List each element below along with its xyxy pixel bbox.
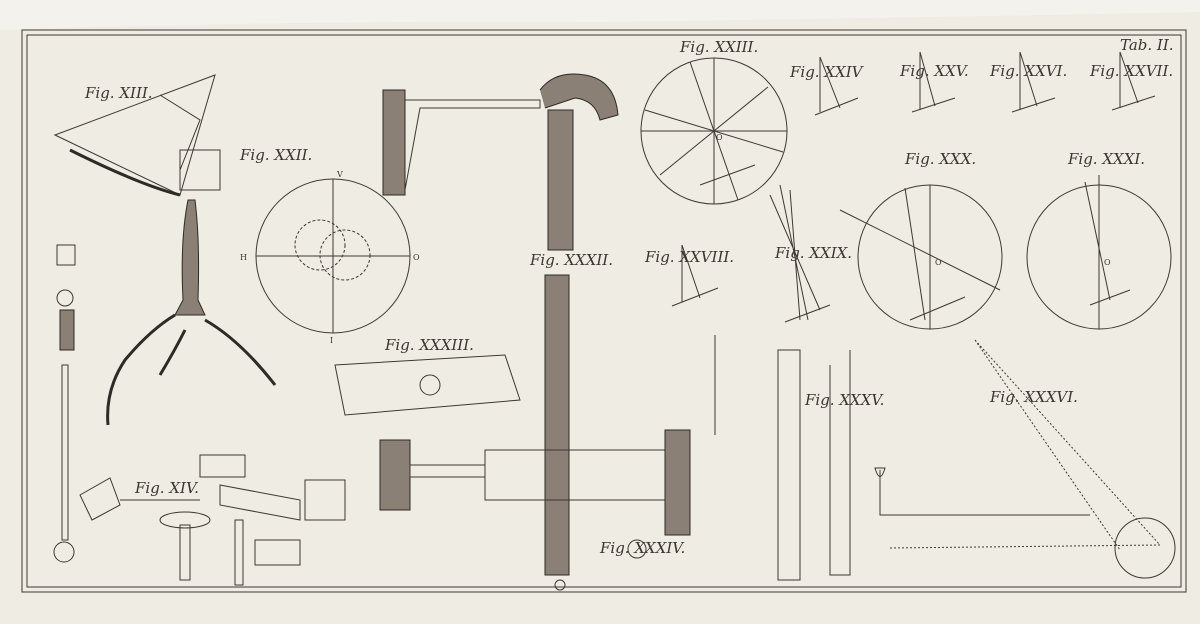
letter-o: O xyxy=(716,133,723,142)
fig-xxiv-triangle xyxy=(814,56,859,116)
fig-xxviii-label: Fig. XXVIII. xyxy=(644,248,734,266)
fig-xxviii-triangle xyxy=(671,244,719,307)
fig-xxxii-apparatus xyxy=(379,274,716,591)
fig-xxv-label: Fig. XXV. xyxy=(899,62,969,80)
fig-xxxiv-label: Fig. XXXIV. xyxy=(599,539,685,557)
fig-xxii-label: Fig. XXII. xyxy=(239,146,312,164)
fig-xxv-triangle xyxy=(911,51,956,113)
fig-xxxii-label: Fig. XXXII. xyxy=(529,251,613,269)
paper xyxy=(0,12,1200,624)
fig-xxiv-label: Fig. XXIV xyxy=(789,63,865,81)
fig-xxii-circle: H V O I xyxy=(240,170,420,345)
fig-xxvi-triangle xyxy=(1011,51,1056,113)
fig-xiii-label: Fig. XIII. xyxy=(84,84,153,102)
fig-xxiii-circle: O xyxy=(640,57,788,205)
letter-h: H xyxy=(240,253,247,262)
plate-border-inner xyxy=(26,34,1182,588)
fig-xxxv-tubes xyxy=(777,349,851,581)
fig-xxxi-label: Fig. XXXI. xyxy=(1067,150,1145,168)
fig-xxxv-label: Fig. XXXV. xyxy=(804,391,884,409)
fig-xxx-circle: O xyxy=(839,184,1003,330)
fig-xxvii-triangle xyxy=(1111,51,1156,111)
fig-xxxiv-ring xyxy=(627,539,647,559)
plate-label: Tab. II. xyxy=(1120,36,1174,54)
fig-xxxiii-label: Fig. XXXIII. xyxy=(384,336,474,354)
letter-i: I xyxy=(330,336,333,345)
fig-xxix-lines xyxy=(769,184,831,323)
fig-xxxvi-diagram xyxy=(874,339,1176,579)
fig-xiv-parts xyxy=(79,454,346,586)
fig-xxix-label: Fig. XXIX. xyxy=(774,244,852,262)
fig-xxvi-label: Fig. XXVI. xyxy=(989,62,1067,80)
plate-border-outer xyxy=(21,29,1187,593)
fig-xxxi-circle: O xyxy=(1026,175,1172,330)
fig-wall-bracket xyxy=(382,73,619,251)
letter-o: O xyxy=(935,258,942,267)
letter-o: O xyxy=(1104,258,1111,267)
fig-xiii-quadrant-stand xyxy=(53,74,277,426)
letter-o: O xyxy=(413,253,420,262)
fig-xxxvi-label: Fig. XXXVI. xyxy=(989,388,1078,406)
letter-v: V xyxy=(336,170,343,179)
fig-left-parts xyxy=(53,244,76,563)
fig-xxx-label: Fig. XXX. xyxy=(904,150,976,168)
fig-xxiii-label: Fig. XXIII. xyxy=(679,38,758,56)
fig-xxvii-label: Fig. XXVII. xyxy=(1089,62,1173,80)
fig-xiv-label: Fig. XIV. xyxy=(134,479,199,497)
fig-xxxiii-device xyxy=(334,354,521,416)
